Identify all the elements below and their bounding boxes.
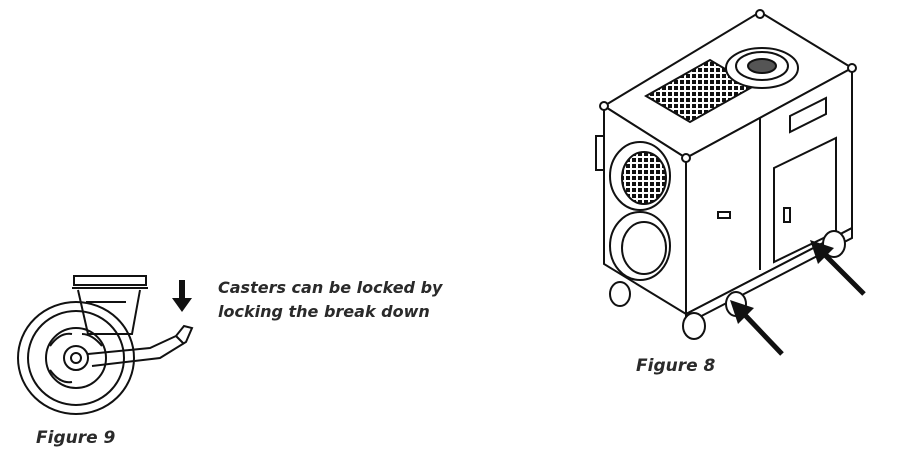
portable-unit-illustration — [595, 9, 857, 340]
caster-wheel-illustration — [17, 275, 194, 415]
note-line-2: locking the break down — [218, 302, 430, 321]
note-line-1: Casters can be locked by — [218, 278, 443, 297]
figure-9-caption: Figure 9 — [36, 428, 116, 448]
caster-lock-note: Casters can be locked by locking the bre… — [218, 276, 442, 324]
arrow-pointer-icon — [810, 240, 866, 296]
arrow-down-icon — [172, 280, 192, 312]
figure-8-caption: Figure 8 — [636, 356, 716, 376]
arrow-pointer-icon — [730, 300, 784, 356]
